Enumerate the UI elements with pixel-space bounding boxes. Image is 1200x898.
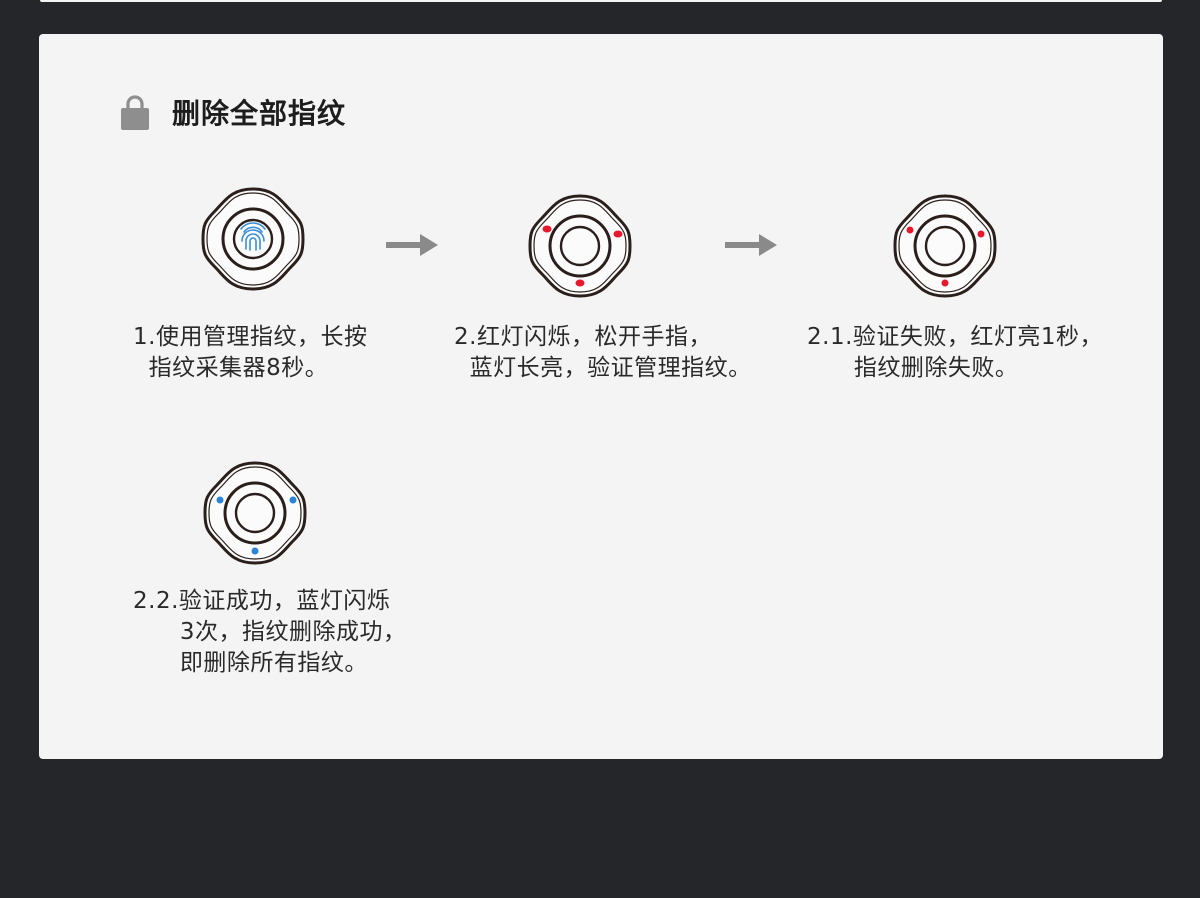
step-2-1-text: 2.1.验证失败，红灯亮1秒， 指纹删除失败。 [807,324,1104,381]
step-2-text: 2.红灯闪烁，松开手指， 蓝灯长亮，验证管理指纹。 [454,324,752,381]
lock-icon [121,95,149,130]
sensor-red-led-icon [528,194,632,298]
fingerprint-sensor-icon [201,187,305,291]
section-header: 删除全部指纹 [121,92,346,132]
step-2-2-text: 2.2.验证成功，蓝灯闪烁 3次，指纹删除成功， 即删除所有指纹。 [133,588,407,676]
section-title: 删除全部指纹 [172,97,347,130]
arrow-right-icon [725,234,777,256]
previous-card-edge [40,0,1162,2]
arrow-right-icon [386,234,438,256]
sensor-blue-led-icon [203,461,307,565]
instruction-card: 删除全部指纹 [39,34,1163,759]
sensor-red-led-icon [893,194,997,298]
step-1-text: 1.使用管理指纹，长按 指纹采集器8秒。 [133,324,368,381]
